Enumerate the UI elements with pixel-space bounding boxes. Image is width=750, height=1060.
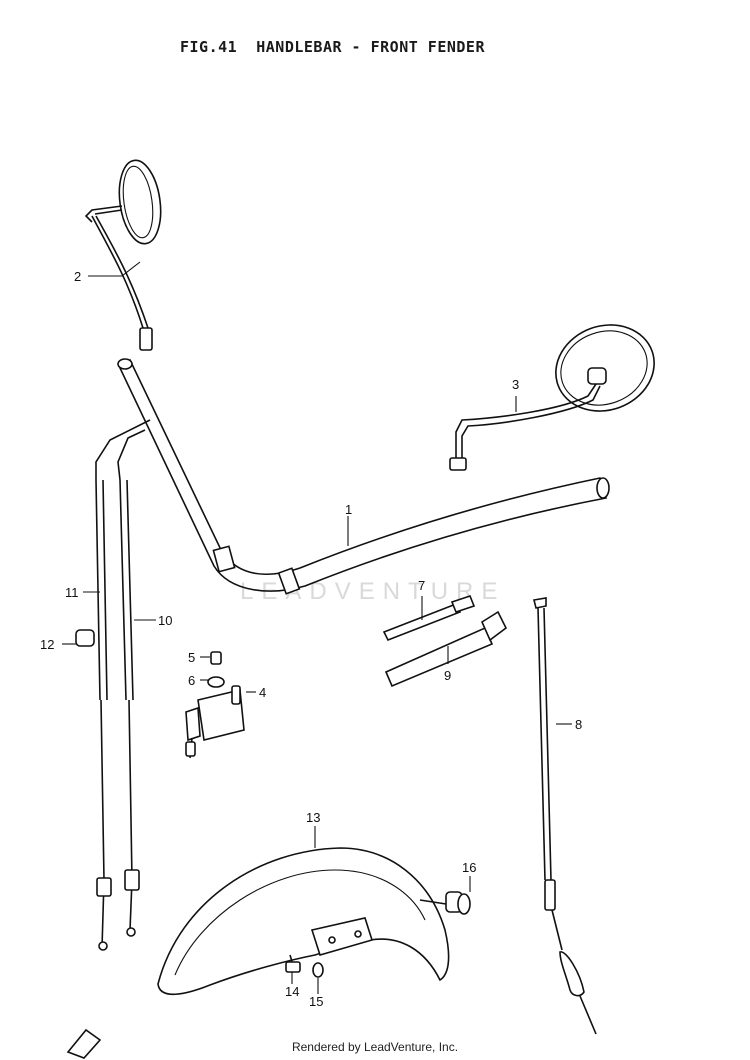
speedometer-cable	[533, 597, 597, 1035]
cable-11	[95, 419, 151, 951]
reflector	[419, 891, 471, 915]
callout-5: 5	[188, 650, 195, 665]
callout-1: 1	[345, 502, 352, 517]
band-9	[384, 610, 508, 688]
front-fender	[157, 847, 450, 996]
callout-3: 3	[512, 377, 519, 392]
callout-14: 14	[285, 984, 299, 999]
callout-12: 12	[40, 637, 54, 652]
callout-6: 6	[188, 673, 195, 688]
callout-9: 9	[444, 668, 451, 683]
bolt	[285, 954, 301, 973]
callout-2: 2	[74, 269, 81, 284]
figure-title: FIG.41 HANDLEBAR - FRONT FENDER	[180, 38, 485, 56]
callout-8: 8	[575, 717, 582, 732]
band-7	[382, 595, 476, 642]
lock-assembly	[185, 651, 245, 759]
callout-15: 15	[309, 994, 323, 1009]
footer-credit: Rendered by LeadVenture, Inc.	[291, 1040, 459, 1054]
handlebar	[117, 358, 610, 595]
right-mirror	[449, 324, 655, 471]
callout-13: 13	[306, 810, 320, 825]
arrow-icon	[66, 1028, 102, 1059]
callout-11: 11	[65, 585, 79, 600]
callout-16: 16	[462, 860, 476, 875]
callout-4: 4	[259, 685, 266, 700]
callout-7: 7	[418, 578, 425, 593]
callout-10: 10	[158, 613, 172, 628]
washer-15	[312, 962, 324, 978]
clamp	[75, 629, 95, 647]
cable-10	[117, 429, 146, 937]
leader-lines	[62, 261, 572, 994]
left-mirror	[84, 159, 162, 351]
